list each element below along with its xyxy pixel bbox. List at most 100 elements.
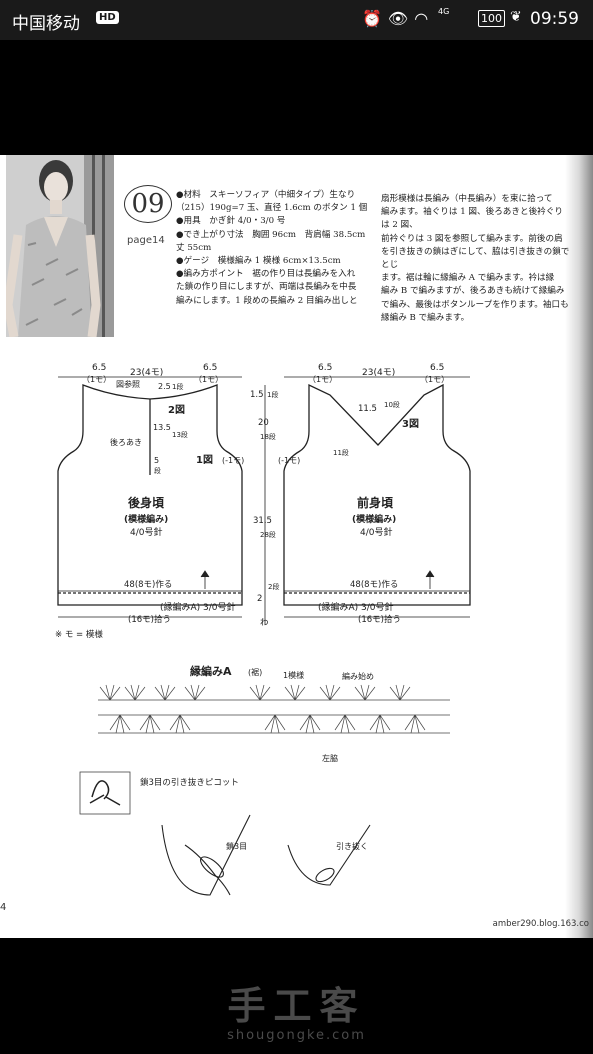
- instructions-text: 扇形模様は長編み（中長編み）を束に拾って 編みます。袖ぐりは 1 図、後ろあきと…: [381, 193, 571, 325]
- front-dim-10dan: 10段: [384, 400, 400, 409]
- front-fig3-label: 3図: [402, 418, 419, 430]
- back-fig2-label: 2図: [168, 404, 185, 416]
- status-bar: 中国移动 HD ⏰👁◠ 4G 100 ❦ 09:59: [0, 0, 593, 40]
- back-shoulder-left: 6.5: [92, 363, 106, 373]
- notation-note: ※ モ = 模様: [55, 629, 103, 640]
- watermark-en: shougongke.com: [227, 1028, 366, 1043]
- back-dim-1dan: 1段: [172, 382, 183, 391]
- text-line: を引き抜きの鎖はぎにして、脇は引き抜きの鎖でとじ: [381, 246, 570, 271]
- text-line: ます。裾は輪に縁編み A で編みます。衿は縁: [381, 273, 555, 284]
- edging-one-motif: 1模様: [283, 670, 304, 680]
- picot-title: 鎖3目の引き抜きピコット: [140, 777, 239, 788]
- front-border-label: (縁編みA) 3/0号針: [318, 601, 394, 613]
- back-decrease: (-1モ): [222, 456, 244, 465]
- text-line: 縁編み B で編みます。: [381, 312, 470, 323]
- back-border-label: (縁編みA) 3/0号針: [160, 601, 236, 613]
- front-shoulder-left: 6.5: [318, 363, 332, 373]
- picot-symbol: [89, 780, 121, 806]
- alarm-icon: ⏰: [362, 9, 388, 28]
- text-line: ●用具 かぎ針 4/0・3/0 号: [176, 216, 286, 227]
- front-needle: 4/0号針: [360, 526, 393, 538]
- back-fig1-label: 1図: [196, 454, 213, 466]
- status-icons: ⏰👁◠: [362, 9, 434, 28]
- hd-badge: HD: [96, 11, 119, 24]
- back-pick-up: (16モ)拾う: [128, 614, 171, 625]
- front-shoulder-right-sub: （1モ）: [420, 375, 449, 384]
- text-line: 丈 55cm: [176, 242, 212, 253]
- front-decrease: (-1モ): [278, 456, 300, 465]
- edging-side: 左脇: [322, 753, 338, 763]
- edging-title: 縁編みA: [190, 664, 232, 678]
- text-line: ●編み方ポイント 裾の作り目は長編みを入れ: [176, 269, 356, 280]
- battery-indicator: 100: [478, 10, 505, 27]
- back-dim-13dan: 13段: [172, 430, 188, 439]
- edging-chart: [98, 684, 450, 734]
- source-site: amber290.blog.163.co: [492, 919, 589, 929]
- back-shoulder-right: 6.5: [203, 363, 217, 373]
- back-title: 後身頃: [128, 495, 165, 510]
- front-pick-up: (16モ)拾う: [358, 614, 401, 625]
- text-line: 前衿ぐりは 3 図を参照して編みます。前後の肩: [381, 233, 563, 244]
- back-dim-5: 5: [154, 456, 159, 465]
- front-subtitle: (模様編み): [352, 513, 396, 525]
- back-body-outline: [57, 384, 243, 606]
- text-line: た鎖の作り目にしますが、両端は長編みを中長: [176, 282, 357, 293]
- page-number: 4: [0, 902, 7, 913]
- front-dim-11dan: 11段: [333, 448, 349, 457]
- center-dim-1-5: 1.5: [250, 390, 264, 400]
- text-line: 編みます。袖ぐりは 1 図、後ろあきと後衿ぐりは 2 図、: [381, 207, 563, 231]
- center-wa: わ: [260, 618, 269, 628]
- text-line: ●でき上がり寸法 胸囲 96cm 背肩幅 38.5cm: [176, 229, 366, 240]
- edging-start: 編み始め: [342, 671, 374, 681]
- back-neck-width: 23(4モ): [130, 368, 163, 378]
- center-dim-18dan: 18段: [260, 432, 276, 441]
- back-subtitle: (模様編み): [124, 513, 168, 525]
- front-shoulder-right: 6.5: [430, 363, 444, 373]
- clock: 09:59: [530, 9, 579, 29]
- front-shoulder-left-sub: （1モ）: [308, 375, 337, 384]
- carrier-name: 中国移动: [12, 14, 80, 34]
- back-fig-ref: 図参照: [116, 379, 140, 389]
- text-line: 編み B で編みますが、後ろあきも続けて縁編み: [381, 286, 565, 297]
- network-type: 4G: [438, 7, 450, 16]
- text-line: （215）190g=7 玉、直径 1.6cm のボタン 1 個: [176, 203, 368, 214]
- back-shoulder-left-sub: （1モ）: [82, 375, 111, 384]
- text-line: ●ゲージ 模様編み 1 模様 6cm×13.5cm: [176, 256, 341, 267]
- picot-illustration: [161, 814, 371, 896]
- page-gutter: [565, 155, 593, 938]
- text-line: 扇形模様は長編み（中長編み）を束に拾って: [381, 194, 553, 204]
- text-line: ●材料 スキーソフィア（中細タイプ）生なり: [176, 190, 356, 200]
- front-chain-cast: 48(8モ)作る: [350, 579, 398, 590]
- center-dim-28dan: 28段: [260, 530, 276, 539]
- front-dim-11-5: 11.5: [358, 404, 377, 414]
- pattern-page[interactable]: 09 page14 ●材料 スキーソフィア（中細タイプ）生なり （215）190…: [0, 155, 593, 938]
- app-watermark: 手工客 shougongke.com: [0, 975, 593, 1043]
- front-title: 前身頃: [357, 495, 394, 510]
- center-dim-2dan: 2段: [268, 582, 279, 591]
- wifi-icon: ◠: [414, 9, 435, 28]
- center-dim-2: 2: [257, 594, 262, 604]
- back-dim-2-5: 2.5: [158, 382, 171, 391]
- front-body-outline: [283, 383, 471, 606]
- watermark-cn: 手工客: [227, 984, 366, 1028]
- schematic-diagram: 6.5 （1モ） 23(4モ) 6.5 （1モ） 図参照 2.5 1段 2図 1…: [55, 363, 471, 896]
- text-line: で編み、最後はボタンループを作ります。袖口も: [381, 299, 569, 310]
- back-opening-label: 後ろあき: [110, 437, 142, 447]
- back-shoulder-right-sub: （1モ）: [194, 375, 223, 384]
- back-needle: 4/0号針: [130, 526, 163, 538]
- back-dim-13-5: 13.5: [153, 423, 171, 432]
- back-dim-5dan: 段: [154, 466, 161, 475]
- center-dim-1dan: 1段: [267, 390, 278, 399]
- center-dim-31-5: 31.5: [253, 516, 272, 526]
- picot-symbol-box: [79, 771, 131, 815]
- eye-icon: 👁: [387, 9, 415, 28]
- picot-chain3-label: 鎖3目: [226, 841, 247, 851]
- edging-title-sub: (裾): [248, 667, 262, 677]
- page-reference: page14: [127, 235, 165, 246]
- model-photo: [6, 155, 114, 337]
- back-chain-cast: 48(8モ)作る: [124, 579, 172, 590]
- center-dim-20: 20: [258, 418, 269, 428]
- text-line: 編みにします。1 段めの長編み 2 目編み出しと: [176, 295, 358, 306]
- leaf-icon: ❦: [510, 9, 522, 25]
- materials-text: ●材料 スキーソフィア（中細タイプ）生なり （215）190g=7 玉、直径 1…: [176, 189, 374, 308]
